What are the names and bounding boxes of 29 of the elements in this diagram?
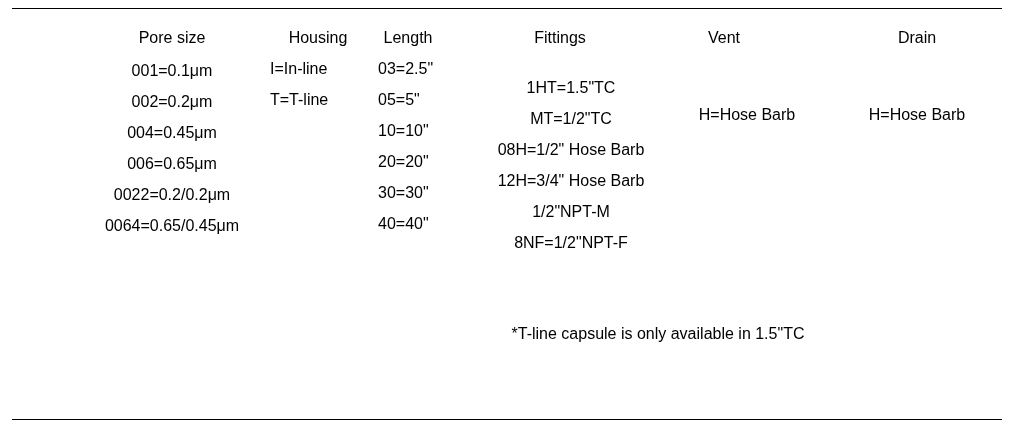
code-entry: 40=40"	[378, 214, 430, 234]
code-entry: 12H=3/4" Hose Barb	[496, 171, 646, 191]
code-entry: 30=30"	[378, 183, 430, 203]
code-entry: H=Hose Barb	[867, 105, 967, 125]
column-header: Drain	[896, 28, 938, 48]
code-entry: 03=2.5"	[378, 59, 435, 79]
code-entry: 10=10"	[378, 121, 430, 141]
code-entry: 1/2"NPT-M	[531, 202, 611, 222]
code-entry: 0022=0.2/0.2μm	[112, 185, 232, 205]
code-entry: T=T-line	[270, 90, 330, 110]
code-entry: 20=20"	[378, 152, 430, 172]
code-entry: 0064=0.65/0.45μm	[103, 216, 241, 236]
code-entry: 002=0.2μm	[130, 92, 214, 112]
code-entry: 1HT=1.5"TC	[525, 78, 617, 98]
code-entry: 05=5"	[378, 90, 421, 110]
code-entry: I=In-line	[270, 59, 329, 79]
code-entry: 08H=1/2" Hose Barb	[496, 140, 646, 160]
column-header: Vent	[707, 28, 741, 48]
column-header: Fittings	[533, 28, 587, 48]
code-entry: MT=1/2"TC	[529, 109, 613, 129]
code-entry: 8NF=1/2"NPT-F	[513, 233, 629, 253]
column-header: Pore size	[137, 28, 207, 48]
footnote: *T-line capsule is only available in 1.5"TC	[510, 324, 806, 344]
code-entry: 006=0.65μm	[126, 154, 218, 174]
column-header: Housing	[287, 28, 349, 48]
code-entry: 004=0.45μm	[126, 123, 218, 143]
code-entry: 001=0.1μm	[130, 61, 214, 81]
column-header: Length	[382, 28, 434, 48]
code-entry: H=Hose Barb	[697, 105, 797, 125]
